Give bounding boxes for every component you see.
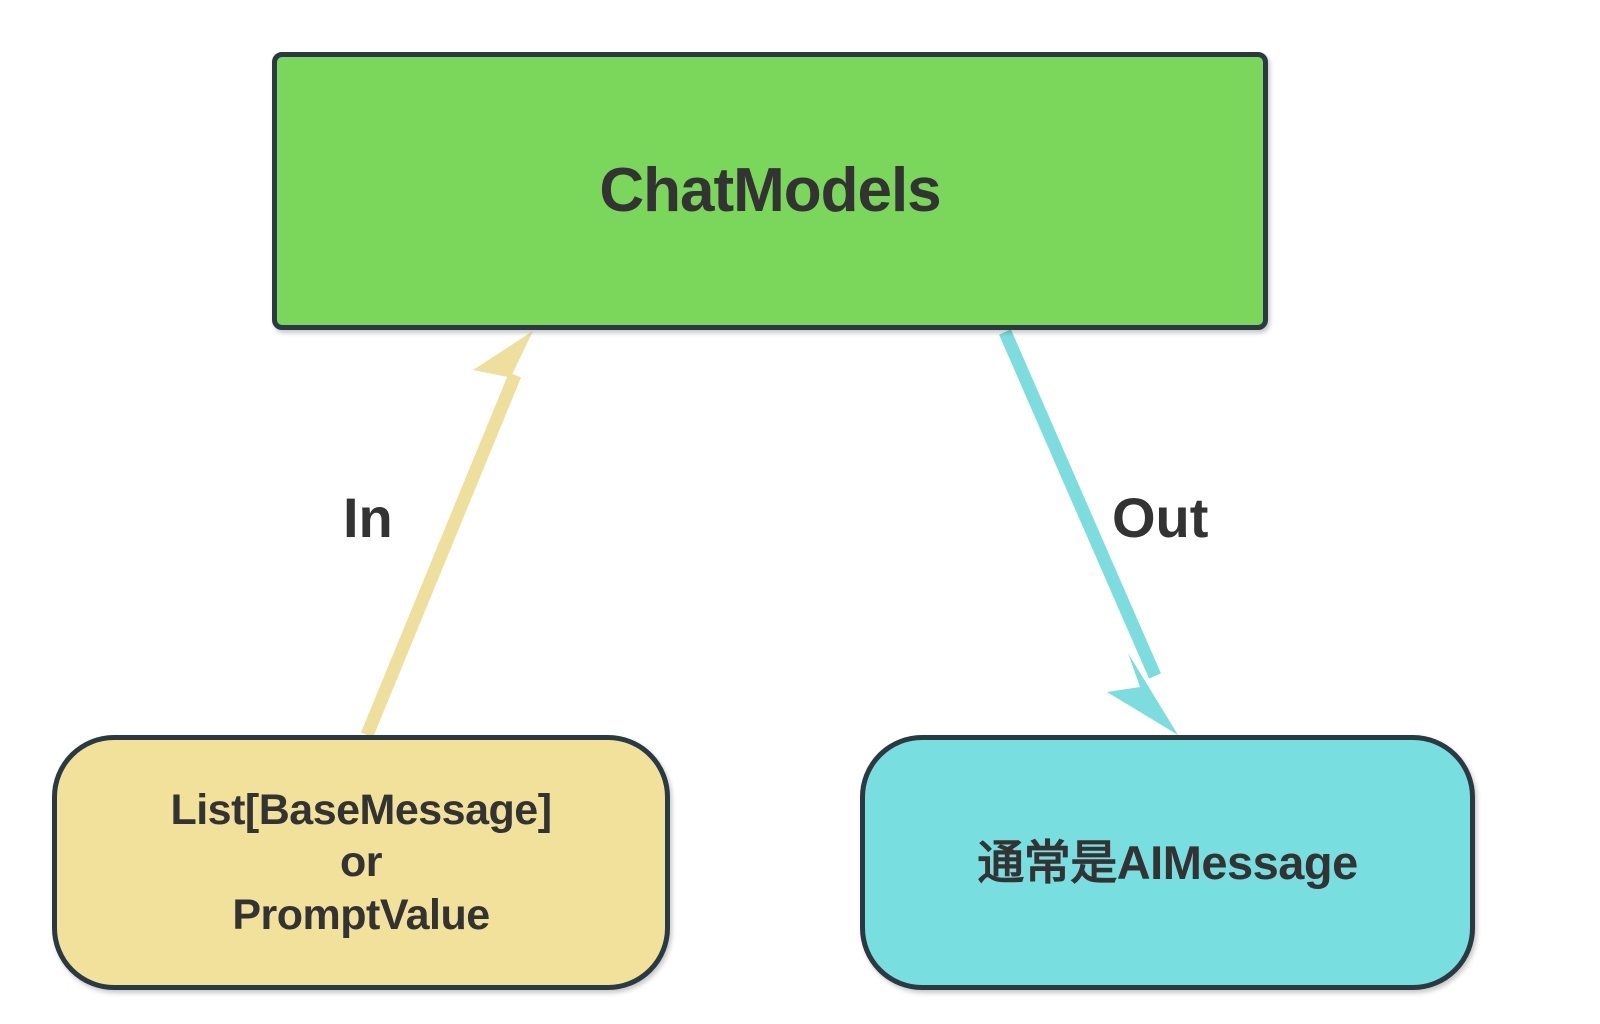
edge-label-in: In <box>343 486 393 549</box>
edge-in-arrowhead <box>473 331 533 408</box>
node-label-line: List[BaseMessage] <box>170 785 552 834</box>
node-label-line: or <box>340 838 383 887</box>
edge-out-arrowhead <box>1107 653 1178 735</box>
edge-in-line <box>360 372 522 738</box>
node-output-type-label: 通常是AIMessage <box>865 834 1470 891</box>
node-output-type[interactable]: 通常是AIMessage <box>860 735 1475 990</box>
node-chatmodels-label: ChatModels <box>599 156 941 226</box>
node-chatmodels[interactable]: ChatModels <box>272 52 1268 330</box>
node-label-line: PromptValue <box>232 890 490 939</box>
edge-label-out: Out <box>1112 486 1209 549</box>
node-label-line: 通常是AIMessage <box>977 835 1358 889</box>
